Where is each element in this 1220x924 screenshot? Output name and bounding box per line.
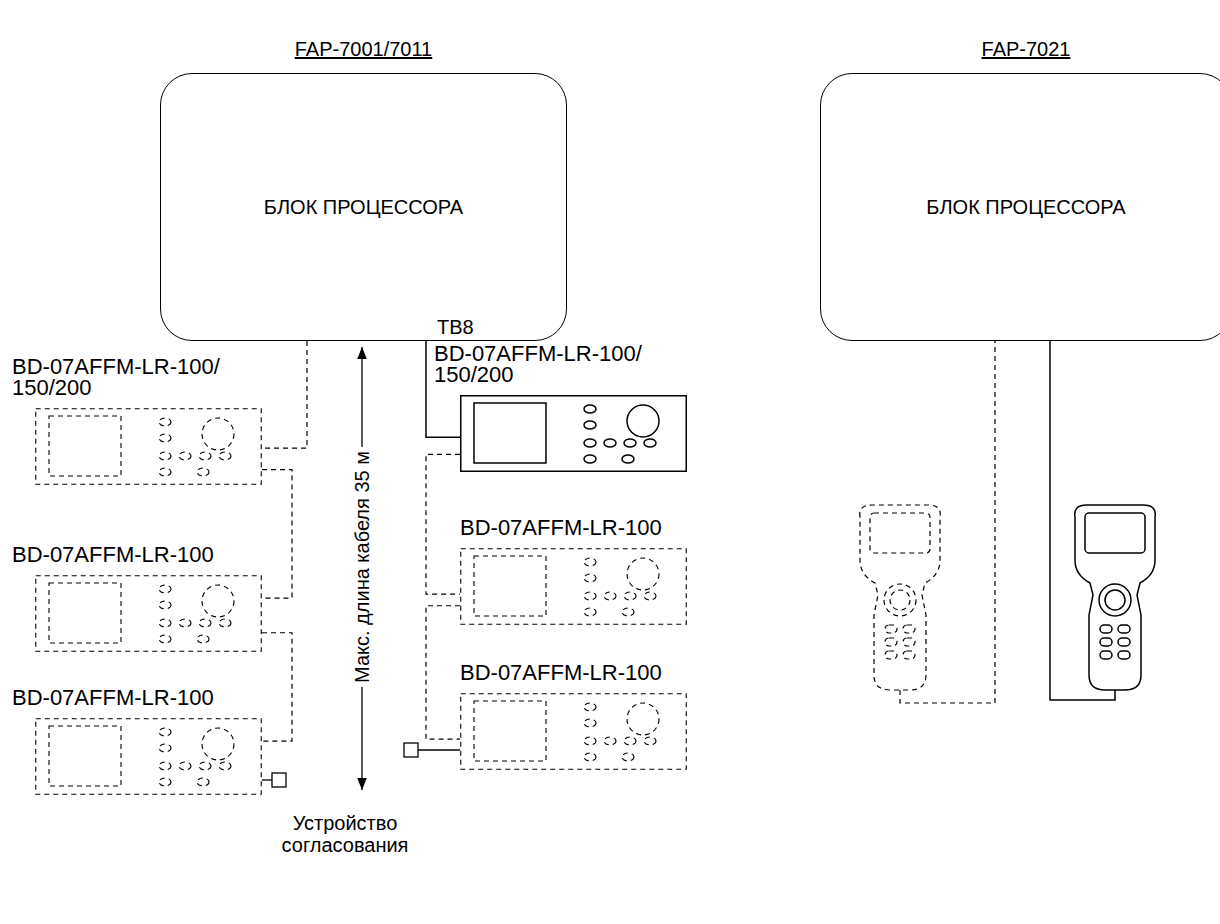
control-panel: BD-07AFFM-LR-100	[35, 575, 262, 652]
panel-outline	[460, 395, 687, 472]
handheld-wire	[1050, 341, 1115, 700]
signal-cable	[262, 633, 292, 741]
dimension-label: Макс. длина кабеля 35 м	[351, 447, 373, 687]
control-panel: BD-07AFFM-LR-100	[460, 693, 687, 770]
model-label: BD-07AFFM-LR-100/ 150/200	[434, 343, 674, 385]
control-panel: BD-07AFFM-LR-100	[35, 718, 262, 795]
panel-outline	[460, 548, 687, 625]
signal-cable	[426, 606, 460, 739]
panel-outline	[35, 575, 262, 652]
control-panel: BD-07AFFM-LR-100/ 150/200	[35, 408, 262, 485]
unit-heading: FAP-7001/7011	[161, 38, 566, 60]
control-panel: BD-07AFFM-LR-100/ 150/200	[460, 395, 687, 472]
terminator	[262, 743, 460, 787]
model-label: BD-07AFFM-LR-100	[460, 662, 700, 683]
panel-outline	[460, 693, 687, 770]
handheld-unit	[1075, 505, 1156, 690]
signal-cable	[262, 341, 307, 448]
note-label: Устройство согласования	[270, 812, 420, 856]
model-label: BD-07AFFM-LR-100	[460, 517, 700, 538]
control-panel: BD-07AFFM-LR-100	[460, 548, 687, 625]
panel-outline	[35, 718, 262, 795]
panel-outline	[35, 408, 262, 485]
processor-unit: FAP-7021БЛОК ПРОЦЕССОРА	[820, 73, 1220, 341]
unit-name: БЛОК ПРОЦЕССОРА	[161, 196, 566, 218]
model-label: BD-07AFFM-LR-100	[12, 544, 252, 565]
model-label: BD-07AFFM-LR-100/ 150/200	[12, 356, 252, 398]
signal-cable	[426, 454, 460, 594]
handheld-unit	[860, 505, 941, 690]
handheld-wire	[900, 341, 995, 703]
unit-heading: FAP-7021	[821, 38, 1220, 60]
signal-cable	[262, 470, 292, 598]
unit-name: БЛОК ПРОЦЕССОРА	[821, 196, 1220, 218]
terminal-label: TB8	[437, 316, 474, 338]
model-label: BD-07AFFM-LR-100	[12, 687, 252, 708]
processor-unit: FAP-7001/7011БЛОК ПРОЦЕССОРА	[160, 73, 567, 341]
